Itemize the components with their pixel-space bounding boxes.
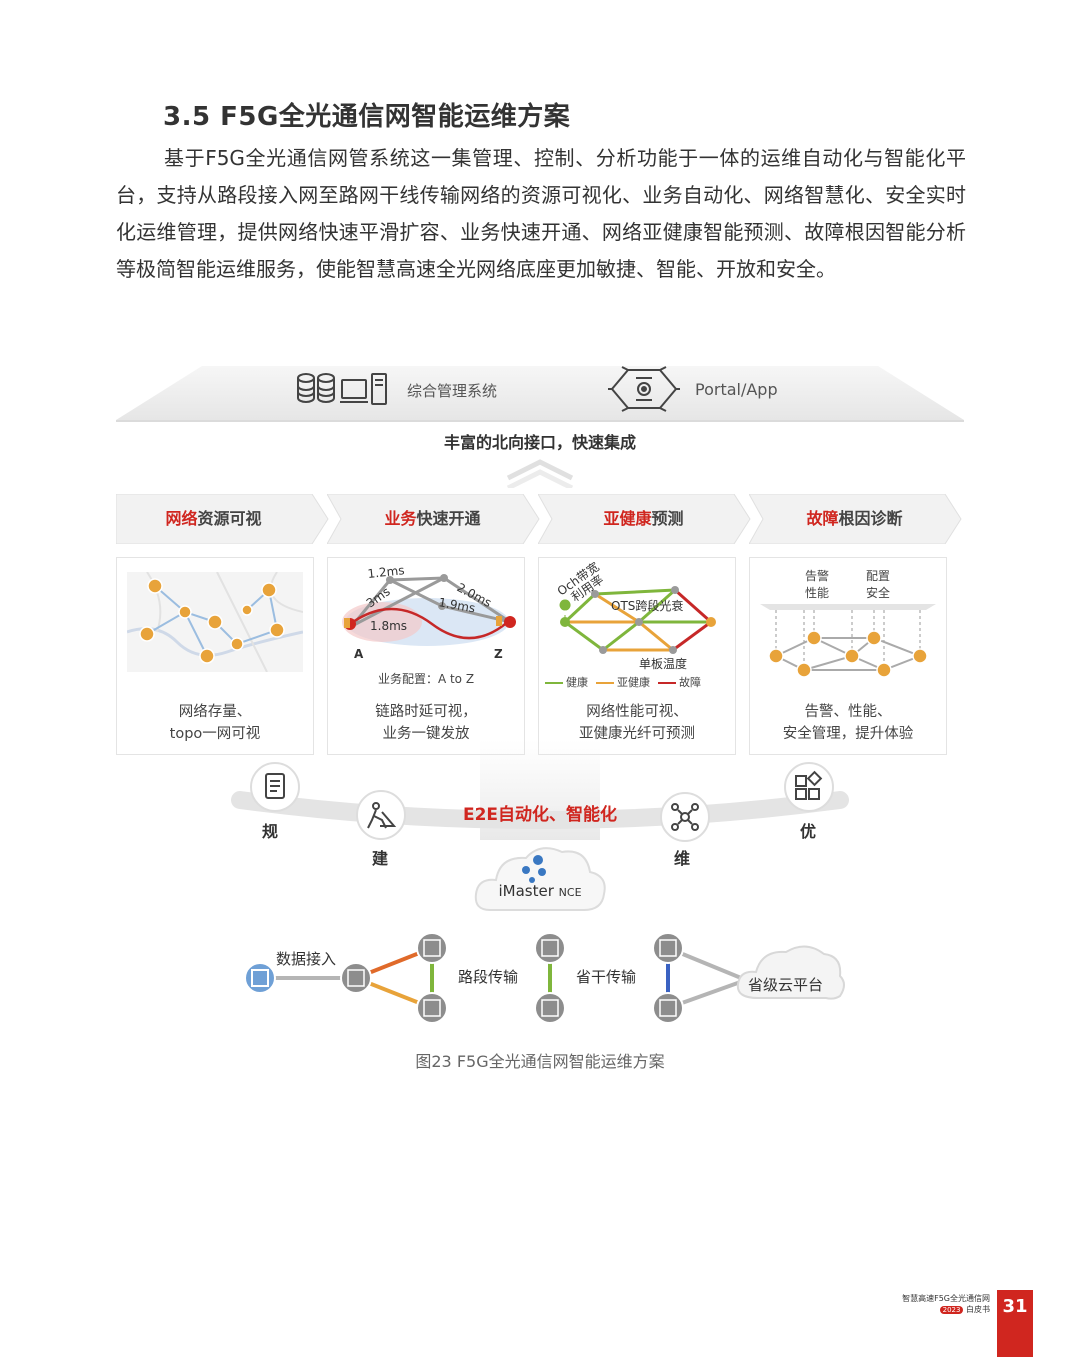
health-legend: 健康 亚健康 故障 — [545, 674, 735, 690]
latency-label: 1.9ms — [437, 595, 476, 615]
imaster-cloud-icon — [474, 847, 606, 911]
latency-label: 1.2ms — [367, 564, 405, 581]
panel-caption: 网络存量、 topo一网可视 — [169, 704, 261, 742]
optimize-grid-icon — [784, 762, 834, 812]
panel-caption: 告警、性能、 安全管理，提升体验 — [782, 704, 914, 742]
legend-swatch-subhealthy — [596, 682, 614, 684]
legend-swatch-fault — [658, 682, 676, 684]
provincial-cloud-label: 省级云平台 — [748, 976, 824, 994]
road-transmission-label: 路段传输 — [458, 968, 519, 986]
body-paragraph: 基于F5G全光通信网管系统这一集管理、控制、分析功能于一体的运维自动化与智能化平… — [116, 146, 966, 281]
portal-app-icon — [608, 366, 680, 412]
network-node-icon — [660, 792, 710, 842]
board-temp-label: 单板温度 — [639, 656, 687, 671]
figure-caption: 图23 F5G全光通信网智能运维方案 — [415, 1052, 665, 1071]
imaster-nce-label: iMaster NCE — [498, 882, 582, 900]
ots-label: OTS跨段光衰 — [611, 598, 683, 613]
section-title: 3.5 F5G全光通信网智能运维方案 — [163, 102, 571, 132]
arrow-banner-shape — [749, 494, 962, 544]
platform-banner — [116, 366, 964, 422]
plan-icon — [250, 762, 300, 812]
header-service-provisioning: 业务快速开通 — [327, 494, 540, 544]
panel-caption: 链路时延可视， 业务一键发放 — [375, 704, 477, 742]
map-illustration — [127, 572, 303, 672]
portal-app-label: Portal/App — [695, 380, 778, 399]
header-subhealth-prediction: 亚健康预测 — [538, 494, 751, 544]
header-fault-diagnosis: 故障根因诊断 — [749, 494, 962, 544]
step-plan-label: 规 — [262, 822, 279, 841]
endpoint-z-label: Z — [494, 647, 503, 661]
latency-label: 1.8ms — [370, 619, 407, 633]
panel-health: Och带宽 利用率 OTS跨段光衰 单板温度 健康 亚健康 故障 网络性能可视、… — [538, 557, 736, 755]
data-access-label: 数据接入 — [276, 950, 337, 968]
endpoint-a-label: A — [354, 647, 364, 661]
arrow-banner-shape — [116, 494, 329, 544]
fault-topology — [760, 604, 936, 678]
northbound-interface-text: 丰富的北向接口，快速集成 — [443, 433, 636, 452]
trunk-transmission-label: 省干传输 — [576, 968, 637, 986]
page-number: 31 — [997, 1290, 1033, 1357]
database-server-icon — [297, 373, 387, 405]
year-badge: 2023 — [939, 1306, 964, 1314]
step-maintain-label: 维 — [674, 849, 691, 868]
panel-caption: 网络性能可视、 亚健康光纤可预测 — [579, 704, 695, 742]
health-topology: Och带宽 利用率 OTS跨段光衰 单板温度 — [554, 562, 716, 671]
construction-worker-icon — [356, 790, 406, 840]
step-build-label: 建 — [372, 849, 389, 868]
management-system-label: 综合管理系统 — [407, 382, 498, 400]
network-topology — [244, 932, 845, 1024]
e2e-arc — [231, 740, 849, 840]
footer-title: 智慧高速F5G全光通信网 — [902, 1294, 990, 1303]
panel-network-map: 网络存量、 topo一网可视 — [116, 557, 314, 755]
legend-swatch-healthy — [545, 682, 563, 684]
service-config-text: 业务配置：A to Z — [377, 672, 475, 686]
up-chevron-icon — [506, 459, 574, 488]
e2e-automation-text: E2E自动化、智能化 — [462, 805, 618, 825]
footer-subtitle: 2023 白皮书 — [870, 1304, 990, 1315]
step-optimize-label: 优 — [800, 822, 817, 841]
arrow-banner-shape — [538, 494, 751, 544]
latency-topology: 1.2ms 3ms 2.0ms 1.9ms 1.8ms A Z — [342, 564, 516, 661]
arrow-banner-shape — [327, 494, 540, 544]
panel-latency: 1.2ms 3ms 2.0ms 1.9ms 1.8ms A Z 业务配置：A t… — [327, 557, 525, 755]
panel-fault: 告警 性能 配置 安全 告警、性能、 安全管理，提升体验 — [749, 557, 947, 755]
header-resource-visibility: 网络资源可视 — [116, 494, 329, 544]
